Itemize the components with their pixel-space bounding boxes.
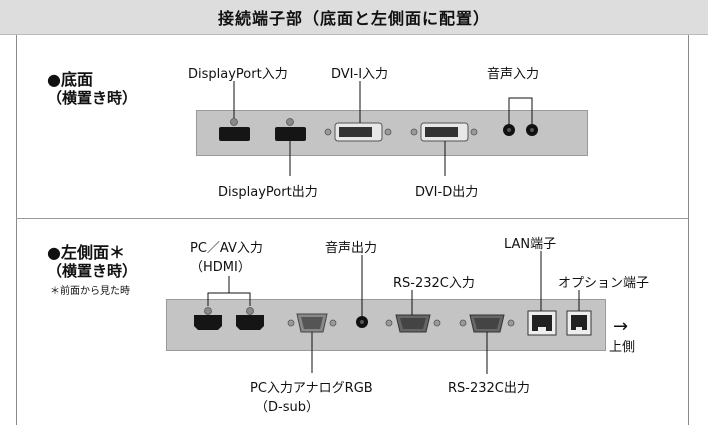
left-heading: ●左側面＊ — [47, 239, 125, 263]
left-heading-asterisk: ＊ — [108, 243, 125, 262]
label-pc-av-in: PC／AV入力 — [190, 241, 263, 256]
label-hdmi: （HDMI） — [190, 260, 251, 275]
upper-side-arrow-icon: → — [613, 316, 629, 337]
bottom-connector-panel — [196, 110, 588, 156]
right-border — [688, 35, 689, 425]
left-footnote: ＊前面から見た時 — [50, 286, 130, 297]
label-upper-side: 上側 — [609, 340, 636, 355]
displayport-out-port-icon — [275, 118, 306, 141]
dvi-d-port-icon — [410, 122, 478, 142]
rs232c-out-port-icon — [459, 314, 515, 333]
left-heading-text: ●左側面 — [47, 243, 109, 262]
label-lan: LAN端子 — [504, 237, 557, 252]
page-title: 接続端子部（底面と左側面に配置） — [0, 0, 708, 35]
label-option: オプション端子 — [558, 276, 650, 291]
hdmi-port-2-icon — [236, 307, 264, 330]
dvi-i-port-icon — [324, 122, 392, 142]
label-dvi-i-in: DVI-I入力 — [331, 67, 389, 82]
label-dvi-d-out: DVI-D出力 — [415, 185, 479, 200]
label-rs232c-in: RS-232C入力 — [393, 276, 475, 291]
label-audio-in: 音声入力 — [487, 67, 540, 82]
label-pc-analog-rgb: PC入力アナログRGB — [250, 381, 373, 396]
left-leader-lines — [207, 251, 580, 374]
left-subheading: （横置き時） — [47, 262, 138, 280]
hdmi-port-1-icon — [194, 307, 222, 330]
label-d-sub: （D-sub） — [255, 400, 319, 415]
section-divider — [16, 218, 688, 219]
bottom-subheading: （横置き時） — [47, 89, 138, 107]
d-sub-port-icon — [287, 313, 337, 333]
rs232c-in-port-icon — [385, 314, 441, 333]
bottom-leader-lines — [233, 81, 533, 176]
displayport-in-port-icon — [219, 118, 250, 141]
label-audio-out: 音声出力 — [325, 241, 378, 256]
audio-in-jack-icon — [503, 124, 538, 136]
label-displayport-in: DisplayPort入力 — [188, 67, 288, 82]
left-border — [16, 35, 17, 425]
audio-out-jack-icon — [356, 316, 368, 328]
bottom-heading: ●底面 — [47, 70, 93, 89]
label-displayport-out: DisplayPort出力 — [218, 185, 318, 200]
lan-port-icon — [527, 310, 557, 336]
label-rs232c-out: RS-232C出力 — [448, 381, 530, 396]
option-port-icon — [566, 310, 592, 336]
